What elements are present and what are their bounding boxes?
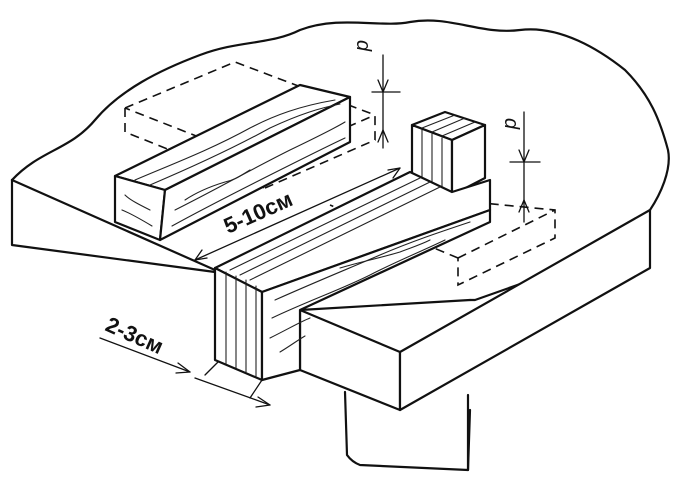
bench-leg [343,390,472,472]
d-right-label: d [500,118,522,130]
dimension-d-top: d [352,40,401,149]
main-bench-stop [213,170,492,382]
bench-top [10,19,670,412]
d-top-label: d [352,40,374,52]
phantom-block-right [329,197,556,287]
dimension-d-right: d [500,111,541,223]
thickness-dimension-label: 2-3см [102,312,167,359]
back-wood-bar [113,83,352,242]
